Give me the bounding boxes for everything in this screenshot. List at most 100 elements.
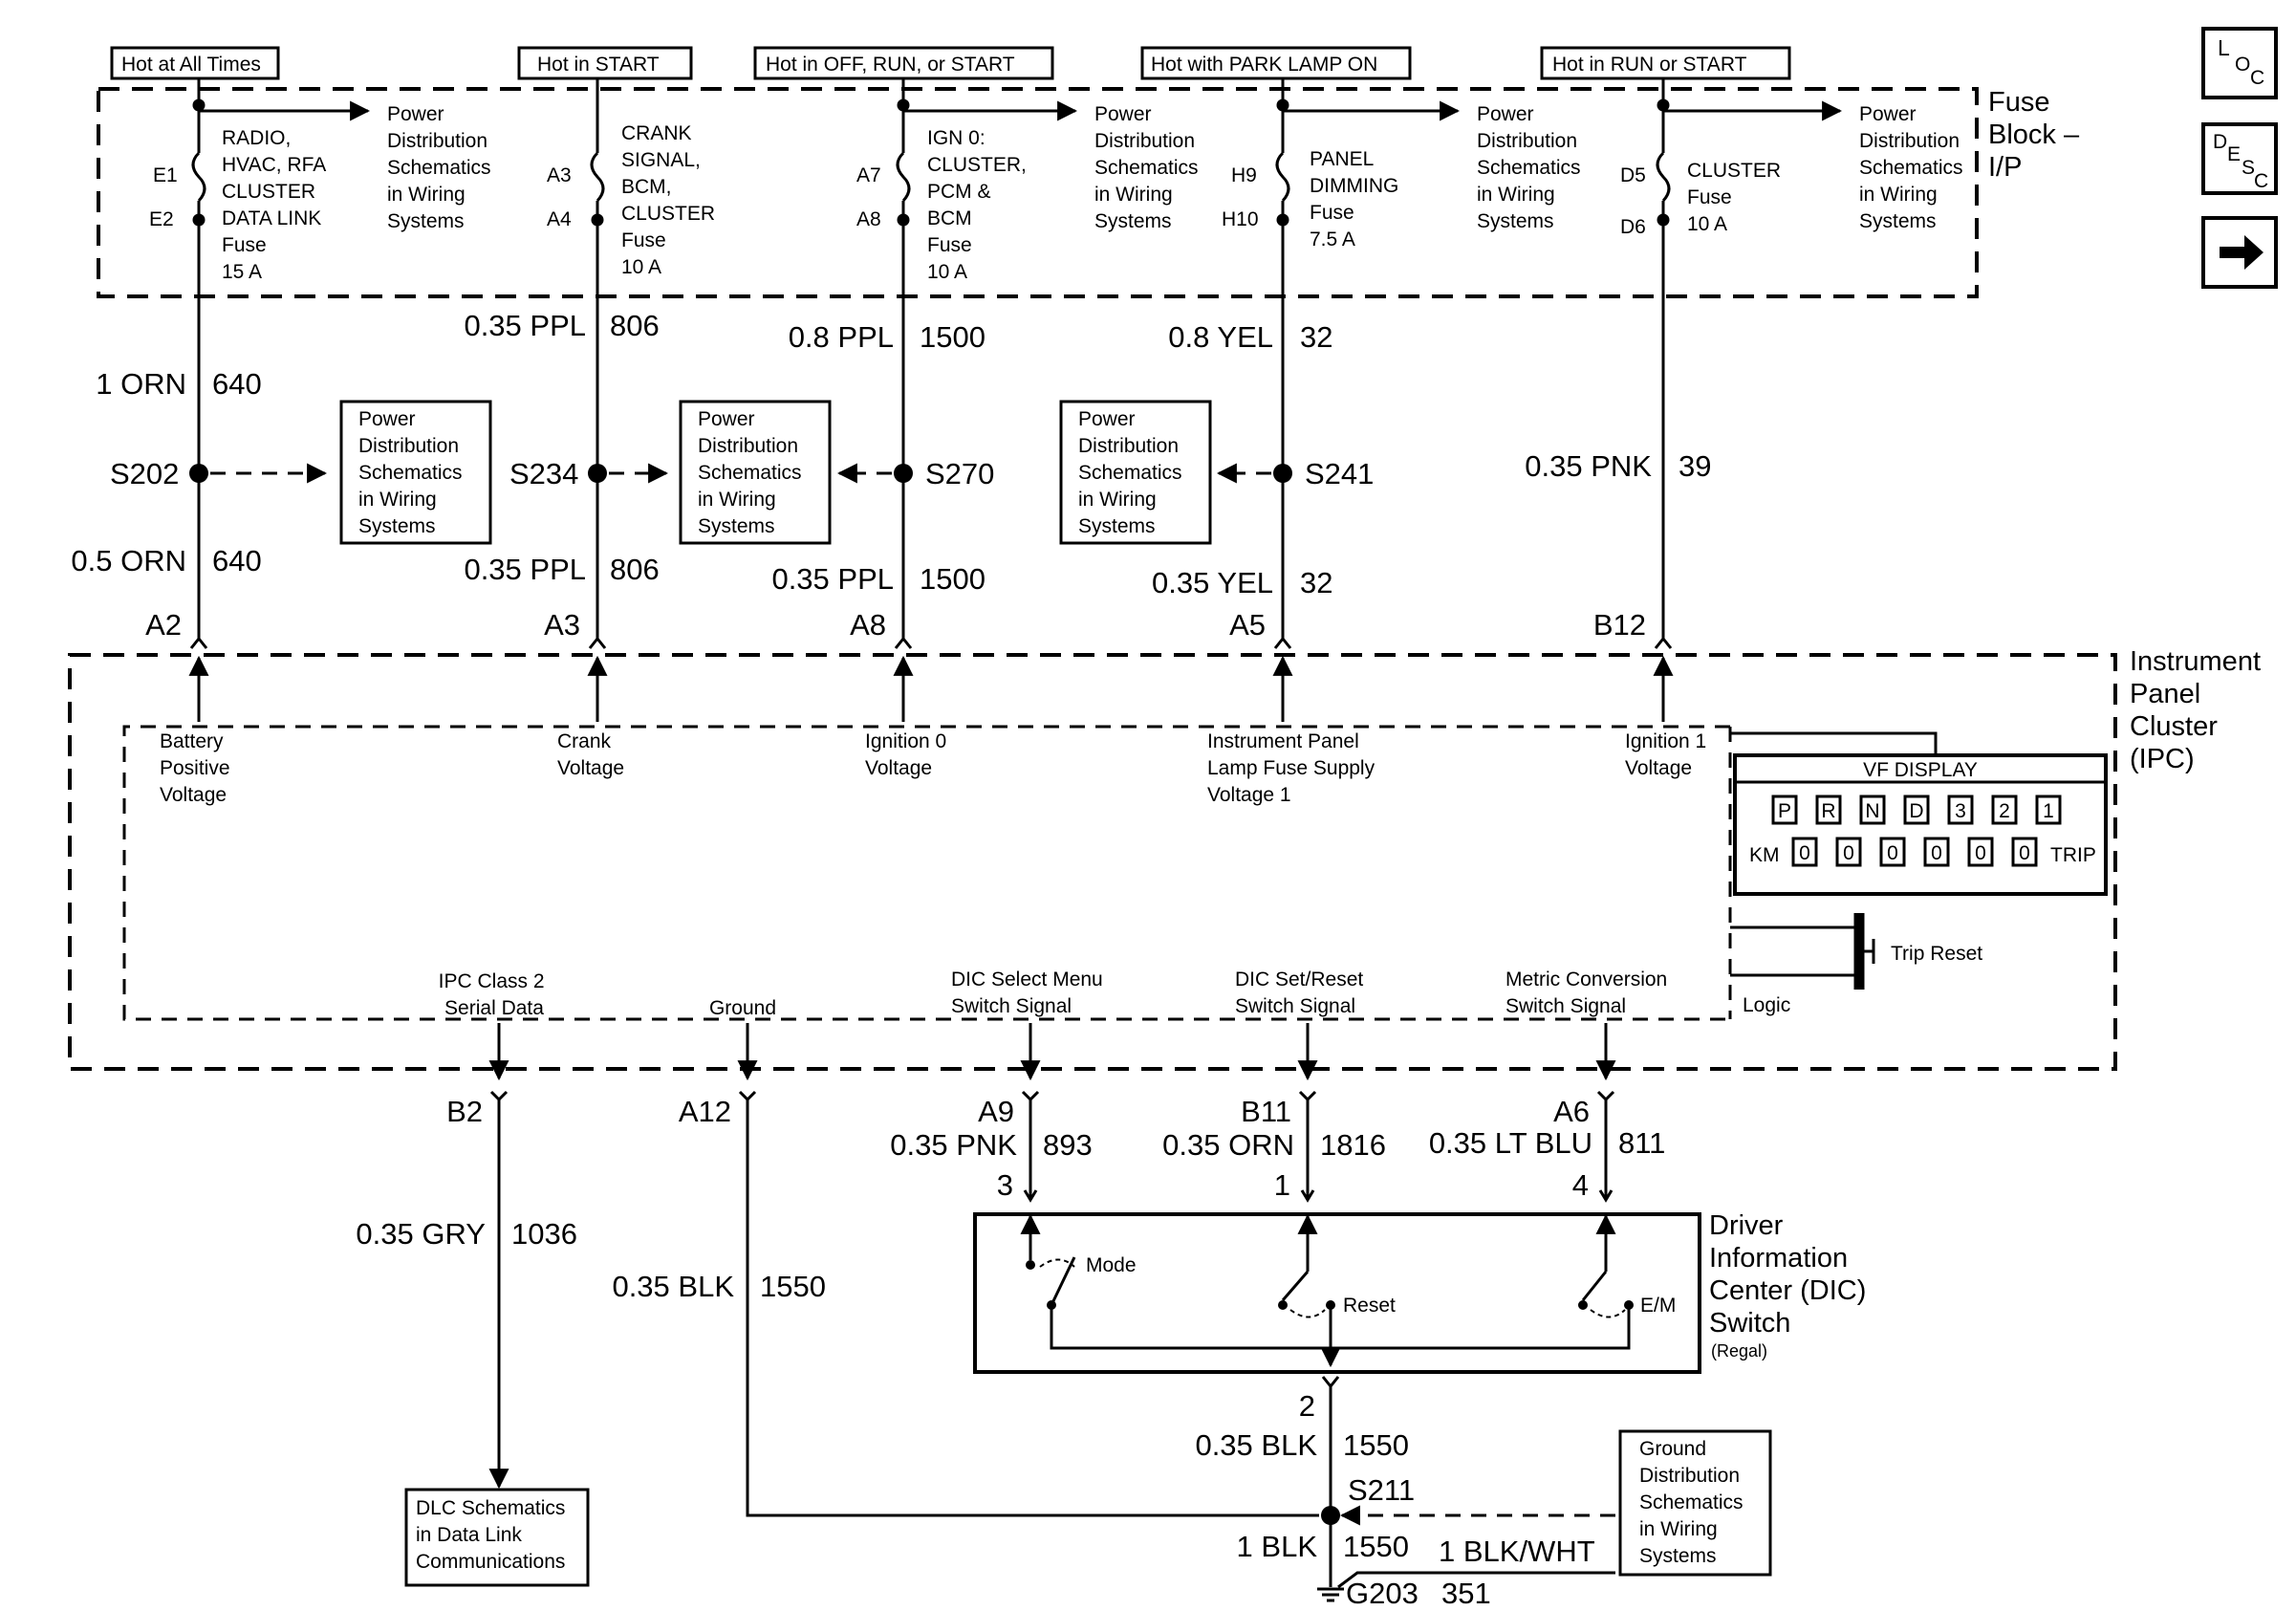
svg-text:A5: A5 (1229, 608, 1266, 642)
svg-text:0.35 PPL: 0.35 PPL (464, 553, 586, 586)
gear-N: N (1865, 800, 1879, 822)
ipc-output-1: IPC Class 2 Serial Data (439, 970, 551, 1019)
source-label-4: Hot with PARK LAMP ON (1140, 46, 1412, 80)
svg-text:0.35 GRY: 0.35 GRY (356, 1217, 486, 1251)
svg-text:1: 1 (1274, 1168, 1290, 1202)
svg-text:D5: D5 (1620, 164, 1646, 186)
svg-text:D6: D6 (1620, 216, 1646, 238)
svg-text:H9: H9 (1231, 164, 1257, 186)
trip-reset-switch: Trip Reset Logic (1730, 913, 1982, 1016)
svg-text:640: 640 (212, 367, 262, 401)
svg-text:A3: A3 (547, 164, 572, 186)
pd-ref-fuse-1: Power Distribution Schematics in Wiring … (387, 103, 496, 232)
ipc-output-2: Ground (709, 997, 776, 1019)
svg-text:1036: 1036 (511, 1217, 577, 1251)
svg-text:1500: 1500 (920, 320, 986, 354)
next-button[interactable] (2201, 216, 2278, 289)
dic-pin-labels: 3 1 4 2 (997, 1168, 1589, 1423)
fuse-symbols (189, 98, 1673, 227)
pd-ref-box-1: Power Distribution Schematics in Wiring … (339, 400, 492, 545)
svg-text:1500: 1500 (920, 562, 986, 596)
bottom-wire-labels: 0.35 GRY 1036 0.35 BLK 1550 0.35 PNK 893… (356, 1126, 1665, 1303)
switch-mode-label: Mode (1086, 1254, 1137, 1276)
trip-label: TRIP (2050, 844, 2096, 866)
svg-text:A3: A3 (544, 608, 580, 642)
svg-text:O: O (2235, 54, 2250, 76)
svg-text:32: 32 (1300, 566, 1332, 599)
svg-text:0.35 PPL: 0.35 PPL (464, 309, 586, 342)
svg-text:1 BLK/WHT: 1 BLK/WHT (1439, 1535, 1595, 1568)
svg-text:0: 0 (1931, 842, 1942, 864)
svg-text:G203: G203 (1346, 1577, 1419, 1610)
svg-text:1550: 1550 (1343, 1530, 1409, 1563)
svg-text:0.35 ORN: 0.35 ORN (1162, 1128, 1294, 1162)
svg-text:0: 0 (1975, 842, 1986, 864)
svg-text:S234: S234 (509, 457, 578, 490)
ipc-input-5: Ignition 1 Voltage (1625, 730, 1712, 779)
svg-text:E: E (2227, 143, 2241, 165)
gear-R: R (1821, 800, 1835, 822)
loc-button[interactable]: L O C (2201, 27, 2278, 99)
svg-text:806: 806 (610, 553, 660, 586)
svg-text:0.35 YEL: 0.35 YEL (1152, 566, 1273, 599)
svg-text:0.35 PPL: 0.35 PPL (771, 562, 894, 596)
bottom-wires (488, 1099, 1614, 1517)
svg-text:L: L (2218, 35, 2230, 60)
blk-wht-wire (1337, 1571, 1615, 1589)
source-label-5: Hot in RUN or START (1540, 46, 1791, 80)
svg-text:0.5 ORN: 0.5 ORN (71, 544, 186, 577)
gear-D: D (1909, 800, 1923, 822)
ipc-title: Instrument Panel Cluster (IPC) (2130, 646, 2268, 774)
ground-wire-labels: 0.35 BLK 1550 S211 1 BLK 1550 1 BLK/WHT … (1195, 1428, 1594, 1610)
svg-text:DLC Schematics in Data L: DLC Schematics in Data Link Communicatio… (416, 1497, 571, 1573)
desc-button[interactable]: D E S C (2201, 122, 2278, 195)
svg-text:B12: B12 (1593, 608, 1646, 642)
svg-text:B2: B2 (446, 1095, 483, 1128)
fuse-desc-4: PANEL DIMMING Fuse 7.5 A (1310, 148, 1404, 250)
svg-text:H10: H10 (1222, 208, 1259, 230)
gear-P: P (1778, 800, 1791, 822)
svg-text:Power Distribution: Power Distribution Schematics in Wiring … (358, 408, 467, 537)
svg-text:0.35 PNK: 0.35 PNK (1525, 449, 1652, 483)
ipc-input-3: Ignition 0 Voltage (865, 730, 952, 779)
svg-text:0.35 LT BLU: 0.35 LT BLU (1429, 1126, 1592, 1160)
gear-3: 3 (1955, 800, 1966, 822)
svg-text:640: 640 (212, 544, 262, 577)
vf-display: VF DISPLAY P R N D 3 2 1 KM 0 0 0 0 (1730, 731, 2108, 896)
svg-text:Hot in RUN or START: Hot in RUN or START (1552, 54, 1747, 76)
svg-text:S: S (2242, 157, 2255, 179)
switch-em-label: E/M (1640, 1295, 1676, 1317)
fuse-pin-labels: E1 E2 A3 A4 A7 A8 H9 H10 D5 D6 (149, 164, 1646, 238)
ipc-input-arrows (188, 655, 1674, 722)
arrow-right-icon (2220, 235, 2264, 270)
ipc-outline (68, 653, 2117, 1071)
svg-text:C: C (2250, 67, 2264, 89)
svg-text:0.35 PNK: 0.35 PNK (890, 1128, 1017, 1162)
source-label-3: Hot in OFF, RUN, or START (753, 46, 1054, 80)
svg-text:0: 0 (1843, 842, 1854, 864)
fuse-desc-3: IGN 0: CLUSTER, PCM & BCM Fuse 10 A (927, 127, 1032, 283)
svg-text:Hot at All Times: Hot at All Times (121, 54, 261, 76)
switch-reset-label: Reset (1343, 1295, 1396, 1317)
svg-text:893: 893 (1043, 1128, 1093, 1162)
splice-points (189, 464, 1292, 483)
splice-labels: S202 S234 S270 S241 (110, 457, 1374, 490)
ipc-output-4: DIC Set/Reset Switch Signal (1235, 969, 1369, 1017)
svg-text:1 ORN: 1 ORN (96, 367, 186, 401)
svg-text:Logic: Logic (1743, 994, 1790, 1016)
dic-title: Driver Information Center (DIC) Switch (1709, 1210, 1874, 1339)
svg-text:B11: B11 (1241, 1095, 1291, 1128)
svg-text:39: 39 (1679, 449, 1711, 483)
ipc-input-2: Crank Voltage (557, 730, 624, 779)
svg-text:Trip Reset: Trip Reset (1891, 943, 1982, 965)
svg-text:811: 811 (1618, 1126, 1665, 1160)
fuse-block-title: Fuse Block – I/P (1988, 87, 2087, 183)
svg-text:S202: S202 (110, 457, 179, 490)
svg-text:1816: 1816 (1320, 1128, 1386, 1162)
svg-text:2: 2 (1299, 1389, 1315, 1423)
svg-text:0: 0 (1799, 842, 1810, 864)
svg-text:Hot with PARK LAMP ON: Hot with PARK LAMP ON (1151, 54, 1377, 76)
gear-indicators: P R N D 3 2 1 (1771, 795, 2062, 825)
svg-text:A2: A2 (145, 608, 182, 642)
